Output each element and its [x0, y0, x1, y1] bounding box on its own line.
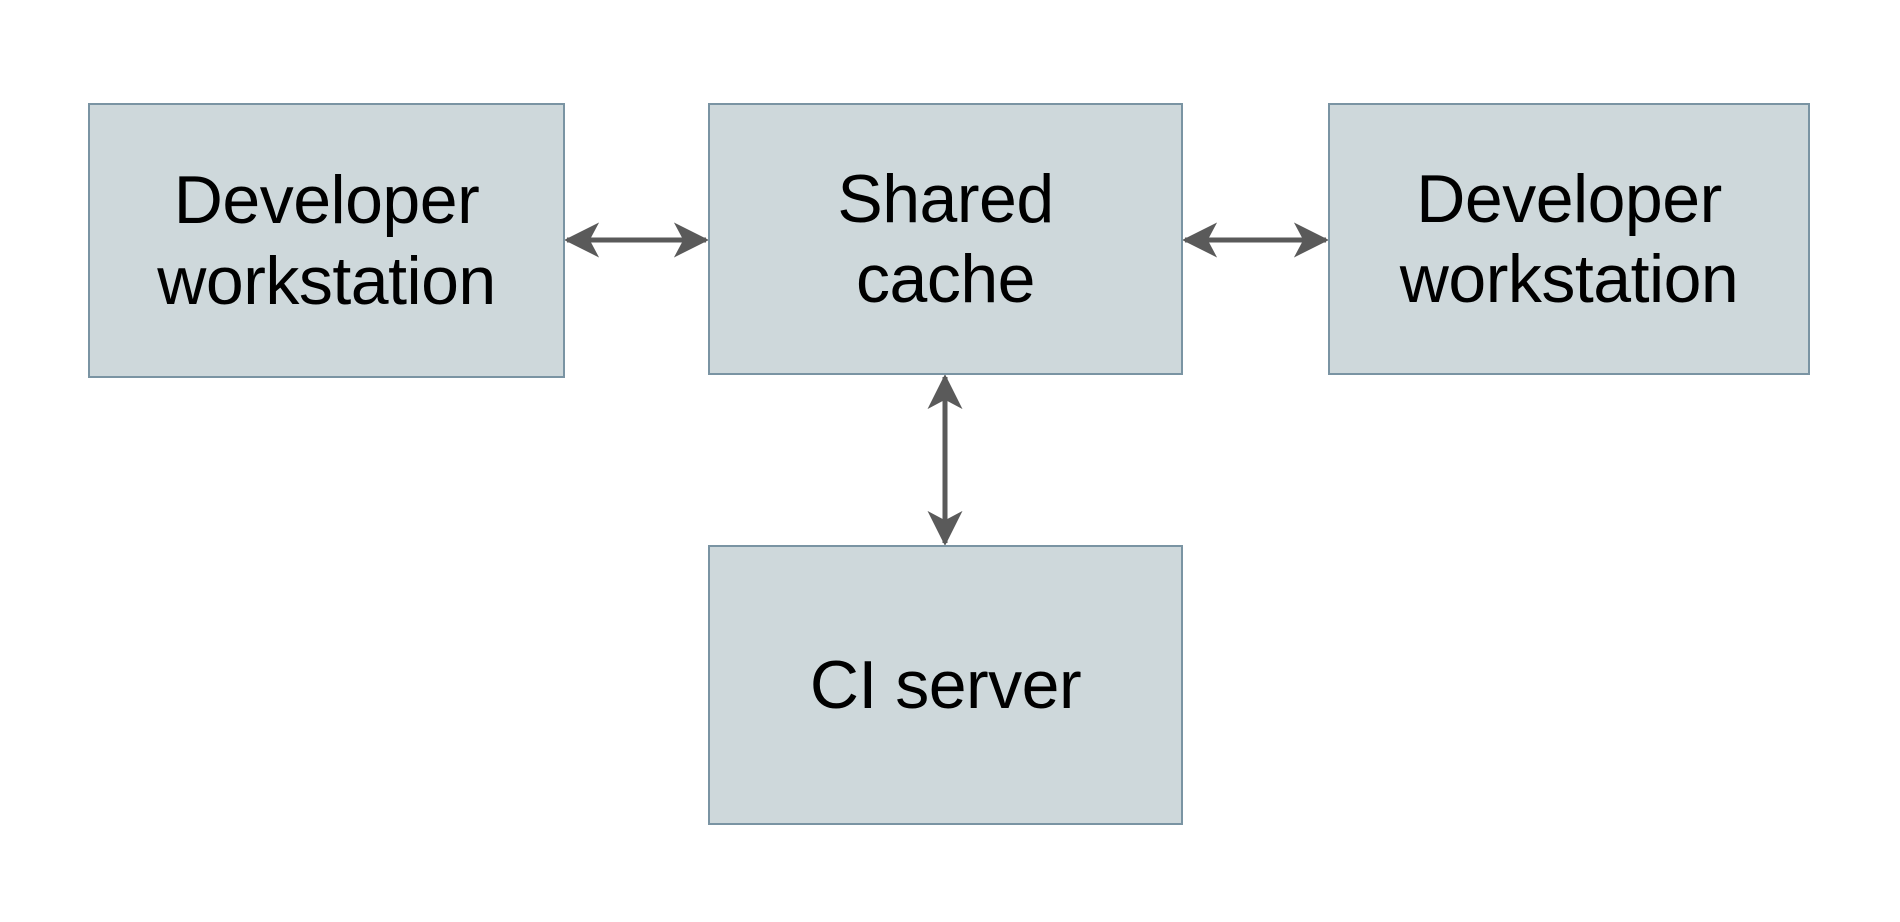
node-ci-server[interactable]: CI server [708, 545, 1183, 825]
node-label: Developer workstation [1399, 160, 1739, 317]
node-label: Shared cache [837, 160, 1054, 317]
node-label: Developer workstation [157, 162, 496, 319]
node-shared-cache[interactable]: Shared cache [708, 103, 1183, 375]
node-developer-workstation-right[interactable]: Developer workstation [1328, 103, 1810, 375]
node-label: CI server [809, 646, 1082, 723]
node-developer-workstation-left[interactable]: Developer workstation [88, 103, 565, 378]
